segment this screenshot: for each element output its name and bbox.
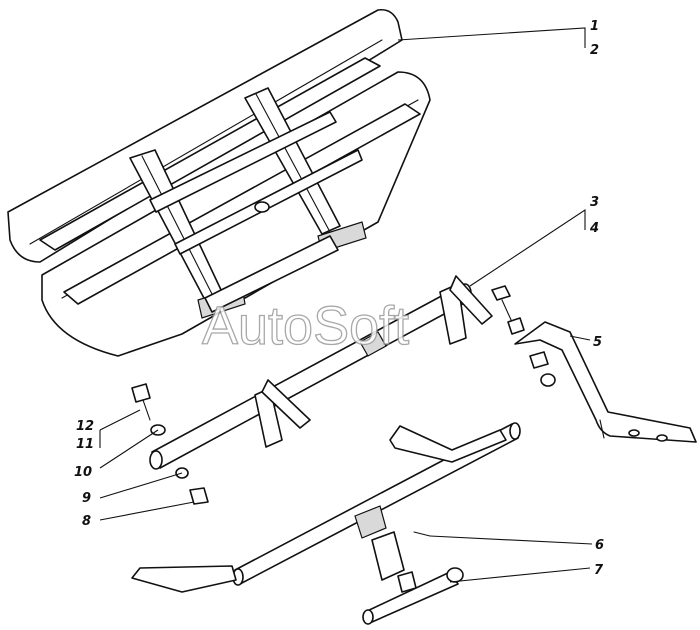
- callout-labels: 1 2 3 4 5 6 7 12 11 10 9 8: [74, 19, 604, 578]
- nut-right: [529, 351, 556, 387]
- callout-3: 3: [590, 195, 599, 210]
- panel-crossbar: [149, 111, 363, 313]
- fastener-stack: [131, 383, 209, 505]
- callout-11: 11: [76, 437, 94, 452]
- callout-4: 4: [589, 221, 599, 236]
- lower-rail: [131, 422, 521, 593]
- callout-9: 9: [82, 491, 91, 506]
- leader-lines: [99, 27, 593, 583]
- callout-10: 10: [74, 465, 92, 480]
- rod-clamp-left: [254, 379, 311, 448]
- watermark-text: AutoSoft: [202, 296, 409, 356]
- right-bracket: [514, 321, 697, 443]
- panel-upper: [7, 8, 403, 263]
- callout-6: 6: [595, 538, 604, 553]
- bolt-right: [491, 285, 525, 335]
- callout-1: 1: [590, 19, 599, 34]
- callout-8: 8: [82, 514, 91, 529]
- center-post: [354, 505, 464, 625]
- callout-12: 12: [76, 419, 94, 434]
- spring-pin: [413, 531, 431, 537]
- callout-2: 2: [590, 43, 599, 58]
- callout-7: 7: [594, 563, 604, 578]
- rod-clamp-right: [439, 275, 493, 345]
- callout-5: 5: [593, 335, 602, 350]
